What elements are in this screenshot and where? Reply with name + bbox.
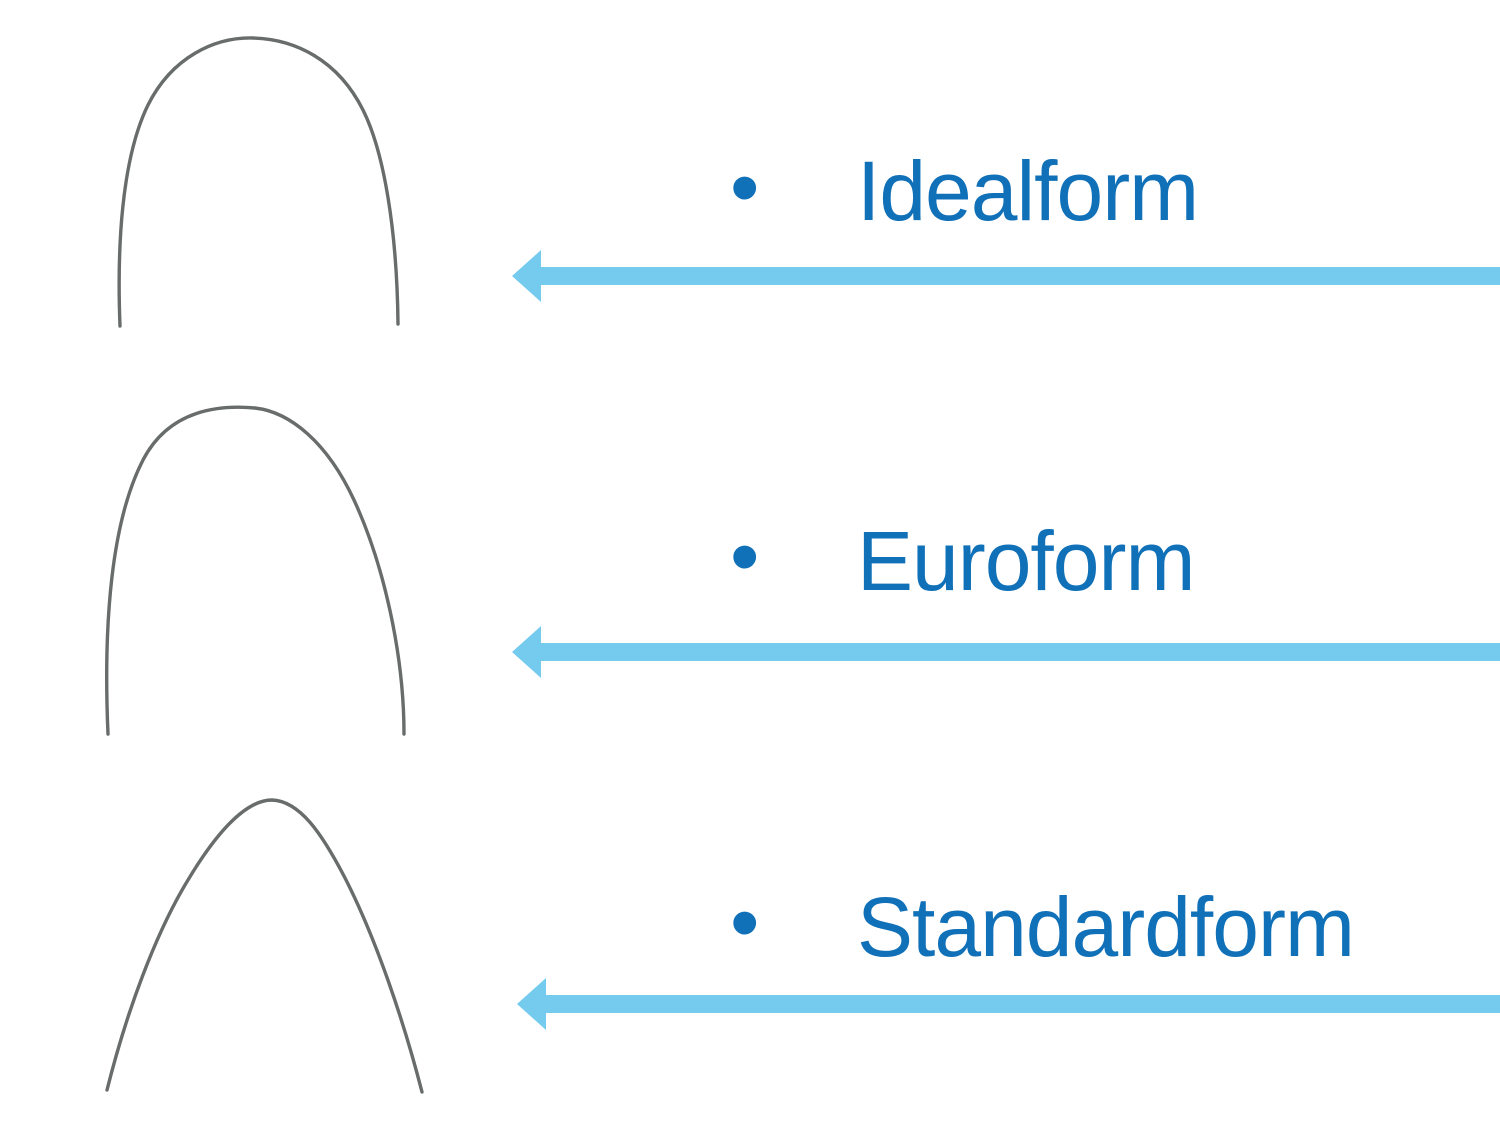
archwire-euroform-icon [105,405,406,736]
label-euroform: Euroform [857,514,1195,608]
bullet-icon: • [730,140,760,234]
arrow-left-icon [512,626,1500,678]
bullet-icon: • [730,875,760,969]
arrow-left-icon [517,978,1500,1030]
label-idealform: Idealform [857,144,1199,238]
archwire-idealform-icon [117,36,400,328]
bullet-icon: • [730,509,760,603]
label-standardform: Standardform [857,880,1355,974]
archwire-standardform-icon [105,798,424,1094]
arrow-left-icon [512,250,1500,302]
